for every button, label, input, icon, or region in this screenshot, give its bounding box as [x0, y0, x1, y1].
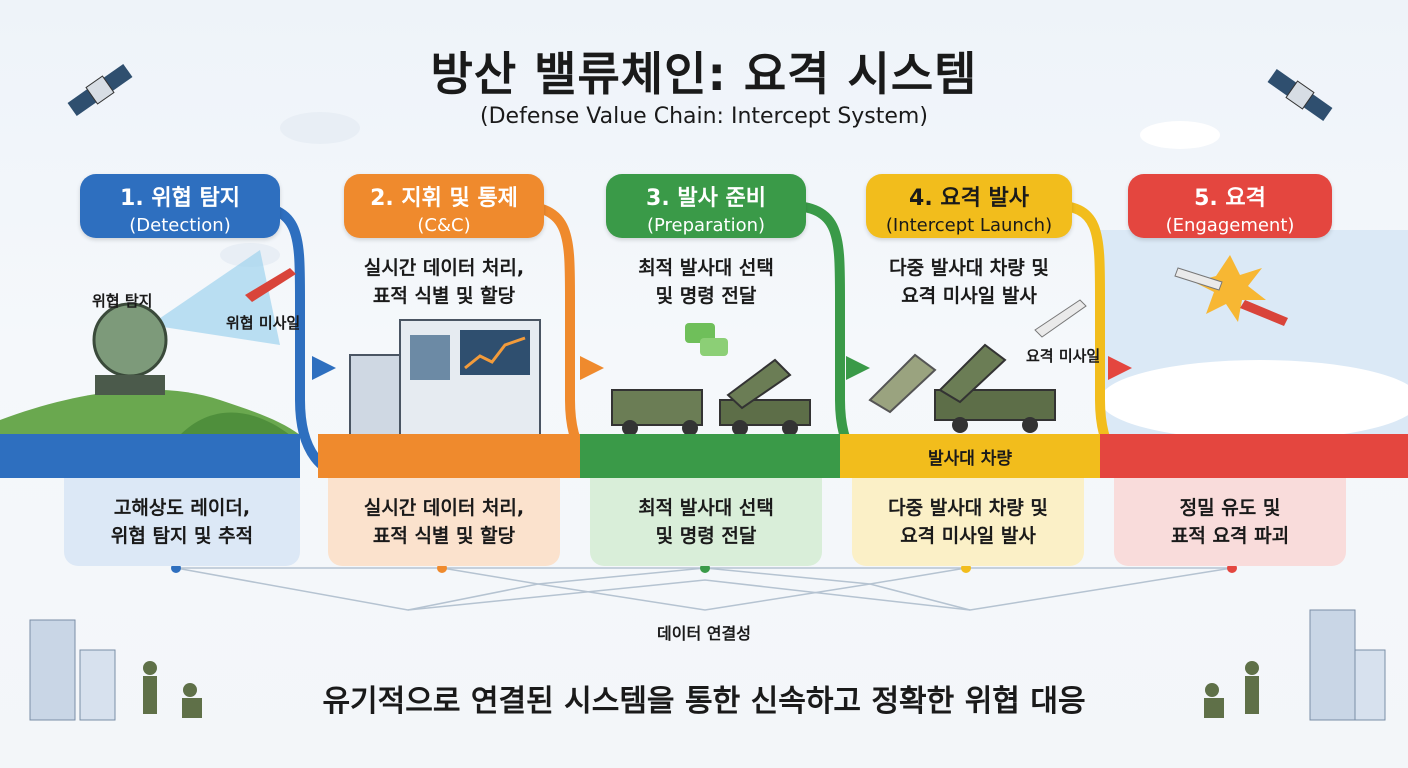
stage-4-band: 발사대 차량 — [840, 434, 1100, 478]
cloud — [1100, 360, 1408, 440]
monitor-icon — [410, 335, 450, 380]
cloud — [280, 112, 360, 144]
wheel — [622, 420, 638, 436]
stage-2-description: 실시간 데이터 처리, 표적 식별 및 할당 — [363, 257, 525, 307]
stage-subtitle: (Engagement) — [1165, 215, 1295, 236]
monitor-icon — [460, 330, 530, 375]
stage-subtitle: (Detection) — [129, 215, 231, 236]
stage-title: 3. 발사 준비 — [646, 186, 766, 211]
soldier-icon — [182, 683, 202, 718]
stage-subtitle: (Preparation) — [646, 215, 766, 236]
wheel — [732, 420, 748, 436]
stage-4-header: 4. 요격 발사 (Intercept Launch) — [866, 174, 1072, 238]
stage-2-header: 2. 지휘 및 통제 (C&C) — [344, 174, 544, 238]
label-interceptor-missile: 요격 미사일 — [1026, 347, 1101, 365]
interceptor-missile-icon — [1034, 299, 1087, 338]
building-icon — [1354, 649, 1386, 721]
stage-1-header: 1. 위협 탐지 (Detection) — [80, 174, 280, 238]
target-missile-icon — [1240, 300, 1288, 326]
stage-5-header: 5. 요격 (Engagement) — [1128, 174, 1332, 238]
soldier-icon — [1245, 661, 1259, 714]
launcher-tubes — [868, 353, 937, 414]
launcher-tubes — [726, 358, 792, 410]
stage-title: 4. 요격 발사 — [909, 186, 1029, 211]
arrow-head — [312, 356, 336, 380]
message-bubble-icon — [700, 338, 728, 356]
stage-2-panel: 실시간 데이터 처리,표적 식별 및 할당 — [328, 478, 560, 566]
command-building — [349, 354, 401, 436]
stage-2-band — [318, 434, 580, 478]
stage-title: 5. 요격 — [1194, 186, 1266, 211]
arrow-head — [846, 356, 870, 380]
stage-title: 2. 지휘 및 통제 — [370, 186, 518, 211]
cloud — [1140, 121, 1220, 149]
tagline: 유기적으로 연결된 시스템을 통한 신속하고 정확한 위협 대응 — [322, 684, 1086, 719]
radar-base — [95, 375, 165, 395]
building-icon — [1309, 609, 1356, 721]
wheel — [1022, 417, 1038, 433]
arrow-head — [580, 356, 604, 380]
satellite-icon — [1267, 68, 1333, 122]
cloud — [220, 243, 280, 267]
stage-3-band — [580, 434, 840, 478]
stage-3-description: 최적 발사대 선택 및 명령 전달 — [638, 257, 774, 307]
building-icon — [29, 619, 76, 721]
building-icon — [79, 649, 116, 721]
data-connectivity-label: 데이터 연결성 — [657, 624, 751, 643]
stage-1-band — [0, 434, 300, 478]
data-network — [175, 567, 1233, 611]
launcher-truck — [719, 399, 811, 426]
stage-subtitle: (Intercept Launch) — [885, 215, 1053, 236]
interceptor-missile-icon — [1174, 267, 1223, 291]
stage-3-header: 3. 발사 준비 (Preparation) — [606, 174, 806, 238]
launcher-tubes — [938, 343, 1007, 404]
stage-4-description: 다중 발사대 차량 및 요격 미사일 발사 — [889, 257, 1049, 307]
wheel — [682, 420, 698, 436]
radar-beam — [150, 250, 280, 345]
label-threat-detection: 위협 탐지 — [92, 292, 153, 310]
soldier-icon — [1204, 683, 1224, 718]
stage-1-panel: 고해상도 레이더,위협 탐지 및 추적 — [64, 478, 300, 566]
page-title: 방산 밸류체인: 요격 시스템 — [430, 47, 978, 101]
stage-title: 1. 위협 탐지 — [120, 186, 240, 211]
label-threat-missile: 위협 미사일 — [226, 314, 301, 332]
wheel — [952, 417, 968, 433]
explosion-icon — [1194, 255, 1266, 322]
label-launcher-vehicle: 발사대 차량 — [927, 448, 1013, 469]
page-subtitle: (Defense Value Chain: Intercept System) — [480, 104, 928, 129]
soldier-icon — [143, 661, 157, 714]
chart-line-icon — [464, 336, 526, 370]
stage-5-band — [1100, 434, 1408, 478]
hill — [180, 412, 290, 435]
satellite-icon — [67, 63, 133, 117]
wheel — [782, 420, 798, 436]
radar-dish — [92, 302, 168, 378]
stage-subtitle: (C&C) — [417, 215, 471, 236]
threat-missile-icon — [245, 268, 296, 302]
arrow-head — [1108, 356, 1132, 380]
command-truck — [611, 389, 703, 426]
